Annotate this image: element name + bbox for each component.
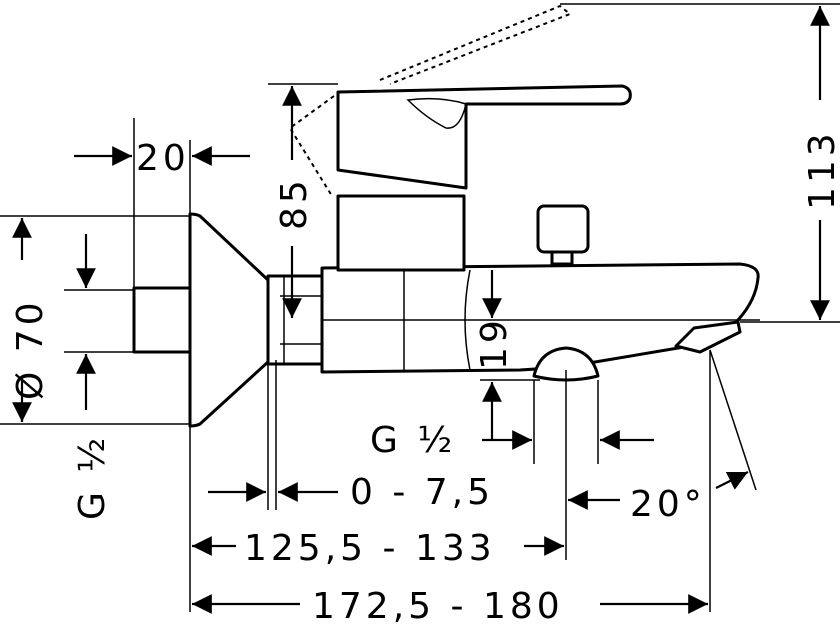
mixer-outline bbox=[132, 4, 760, 428]
label-eccentric-adjust: 0 - 7,5 bbox=[350, 472, 494, 513]
label-wall-offset: 20 bbox=[136, 138, 190, 179]
wall-flange bbox=[188, 212, 270, 428]
label-inlet-thread: G ½ bbox=[72, 434, 113, 520]
wall-connector bbox=[132, 286, 192, 354]
label-lever-height: 85 bbox=[274, 176, 315, 230]
label-spout-drop: 19 bbox=[474, 316, 515, 370]
label-outlet-thread: G ½ bbox=[370, 420, 456, 461]
diverter-knob bbox=[536, 204, 590, 254]
bottom-outlet bbox=[532, 346, 600, 382]
lever-open-position bbox=[288, 95, 335, 197]
mixer-body bbox=[320, 262, 760, 374]
label-spout-angle: 20° bbox=[630, 484, 706, 525]
cartridge-column bbox=[336, 194, 466, 272]
hex-nut bbox=[266, 274, 324, 366]
lever-handle bbox=[336, 84, 632, 190]
reference-lines bbox=[0, 3, 840, 612]
label-outlet-distance: 125,5 - 133 bbox=[244, 528, 496, 569]
dimension-lines bbox=[12, 6, 830, 614]
label-total-height: 113 bbox=[802, 129, 840, 210]
dimension-labels: 20 Ø 70 G ½ 85 113 19 G ½ 0 - 7,5 125,5 … bbox=[10, 129, 840, 627]
spout-aerator bbox=[674, 320, 742, 354]
label-flange-diameter: Ø 70 bbox=[10, 298, 51, 400]
label-total-projection: 172,5 - 180 bbox=[312, 586, 564, 627]
